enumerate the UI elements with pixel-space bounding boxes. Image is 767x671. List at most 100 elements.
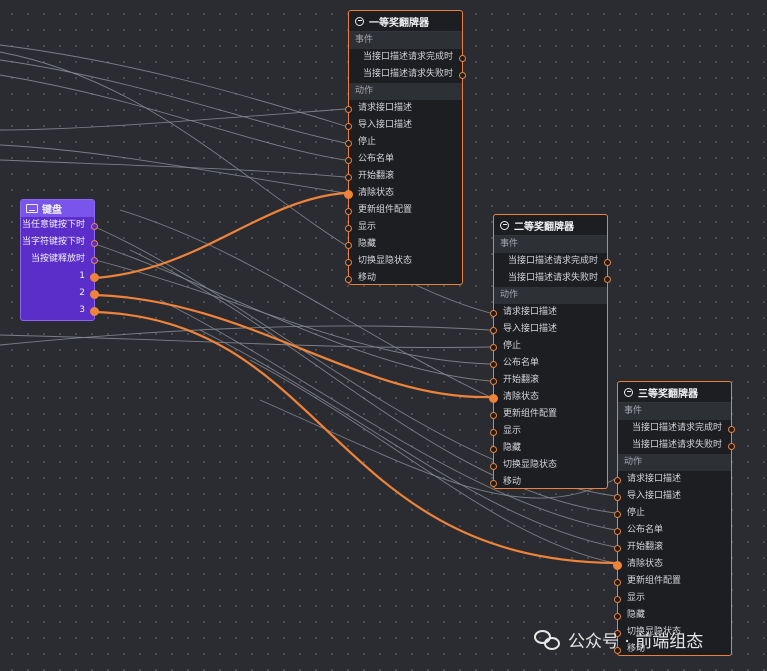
action-label: 公布名单 <box>358 154 395 164</box>
action-input-port[interactable] <box>345 173 352 181</box>
link-wire <box>0 159 346 178</box>
action-row: 停止 <box>490 338 607 355</box>
action-label: 公布名单 <box>503 358 540 368</box>
action-row: 更新组件配置 <box>490 406 607 423</box>
action-input-port[interactable] <box>614 527 621 535</box>
action-row: 移动 <box>614 641 731 658</box>
output-port[interactable] <box>90 272 99 282</box>
keyboard-output-row: 1 <box>21 268 99 285</box>
output-port[interactable] <box>91 256 98 264</box>
action-input-port[interactable] <box>490 326 497 334</box>
action-row: 请求接口描述 <box>490 304 607 321</box>
action-row: 导入接口描述 <box>345 117 462 134</box>
keyboard-node-header[interactable]: 键盘 <box>21 200 94 217</box>
action-input-port[interactable] <box>613 560 622 570</box>
output-port[interactable] <box>91 239 98 247</box>
action-input-port[interactable] <box>490 377 497 385</box>
output-port[interactable] <box>90 289 99 299</box>
action-input-port[interactable] <box>490 309 497 317</box>
action-label: 显示 <box>627 593 646 603</box>
action-input-port[interactable] <box>345 275 352 283</box>
events-section-label: 事件 <box>618 403 731 420</box>
event-label: 当接口描述请求失败时 <box>631 440 722 450</box>
action-input-port[interactable] <box>614 578 621 586</box>
action-label: 切换显隐状态 <box>503 460 558 470</box>
action-input-port[interactable] <box>490 411 497 419</box>
flip-counter-node-second-prize[interactable]: 二等奖翻牌器事件当接口描述请求完成时当接口描述请求失败时动作请求接口描述导入接口… <box>489 214 611 489</box>
action-row: 切换显隐状态 <box>345 253 462 270</box>
output-port[interactable] <box>91 222 98 230</box>
event-row: 当接口描述请求完成时 <box>494 253 611 270</box>
collapse-icon[interactable] <box>500 220 509 230</box>
action-label: 移动 <box>358 273 377 283</box>
output-label: 3 <box>79 305 85 315</box>
event-output-port[interactable] <box>459 71 466 79</box>
link-wire <box>0 59 346 144</box>
action-input-port[interactable] <box>345 207 352 215</box>
action-input-port[interactable] <box>614 629 621 637</box>
keyboard-node[interactable]: 键盘 当任意键按下时 当字符键按下时 当按键释放时 1 2 3 <box>20 199 99 321</box>
action-input-port[interactable] <box>345 241 352 249</box>
action-input-port[interactable] <box>614 612 621 620</box>
event-label: 当接口描述请求失败时 <box>362 69 453 79</box>
action-input-port[interactable] <box>344 189 353 199</box>
action-input-port[interactable] <box>614 476 621 484</box>
action-input-port[interactable] <box>345 122 352 130</box>
action-input-port[interactable] <box>614 646 621 654</box>
action-label: 切换显隐状态 <box>358 256 413 266</box>
event-output-port[interactable] <box>604 258 611 266</box>
node-header[interactable]: 一等奖翻牌器 <box>349 11 462 32</box>
action-row: 请求接口描述 <box>345 100 462 117</box>
action-input-port[interactable] <box>490 479 497 487</box>
output-label: 当按键释放时 <box>30 254 85 264</box>
link-wire <box>0 325 491 346</box>
action-input-port[interactable] <box>345 258 352 266</box>
watermark: 公众号 · 前端组态 <box>534 627 703 652</box>
action-row: 更新组件配置 <box>614 573 731 590</box>
action-label: 开始翻滚 <box>503 375 540 385</box>
action-label: 显示 <box>358 222 377 232</box>
action-input-port[interactable] <box>490 428 497 436</box>
action-input-port[interactable] <box>614 510 621 518</box>
action-input-port[interactable] <box>345 156 352 164</box>
action-input-port[interactable] <box>345 105 352 113</box>
wechat-icon <box>534 628 562 652</box>
link-wire <box>0 74 346 161</box>
action-label: 隐藏 <box>358 239 377 249</box>
action-input-port[interactable] <box>490 462 497 470</box>
output-label: 1 <box>79 271 85 281</box>
keyboard-output-row: 当按键释放时 <box>21 251 98 268</box>
event-output-port[interactable] <box>728 442 735 450</box>
flip-counter-node-third-prize[interactable]: 三等奖翻牌器事件当接口描述请求完成时当接口描述请求失败时动作请求接口描述导入接口… <box>613 381 735 658</box>
node-header[interactable]: 二等奖翻牌器 <box>494 215 607 236</box>
action-row: 停止 <box>614 505 731 522</box>
action-input-port[interactable] <box>345 139 352 147</box>
action-input-port[interactable] <box>614 493 621 501</box>
action-row: 清除状态 <box>489 389 607 406</box>
node-header[interactable]: 三等奖翻牌器 <box>618 382 731 403</box>
action-input-port[interactable] <box>614 595 621 603</box>
collapse-icon[interactable] <box>624 387 633 397</box>
action-label: 请求接口描述 <box>503 307 558 317</box>
action-input-port[interactable] <box>345 224 352 232</box>
action-input-port[interactable] <box>490 343 497 351</box>
event-output-port[interactable] <box>728 425 735 433</box>
collapse-icon[interactable] <box>355 16 364 26</box>
event-row: 当接口描述请求失败时 <box>494 270 611 287</box>
action-input-port[interactable] <box>490 445 497 453</box>
action-row: 清除状态 <box>344 185 462 202</box>
event-output-port[interactable] <box>604 275 611 283</box>
action-input-port[interactable] <box>489 393 498 403</box>
action-row: 显示 <box>614 590 731 607</box>
watermark-text: 公众号 · 前端组态 <box>568 632 704 652</box>
actions-section-label: 动作 <box>618 454 731 471</box>
action-row: 隐藏 <box>614 607 731 624</box>
flip-counter-node-first-prize[interactable]: 一等奖翻牌器事件当接口描述请求完成时当接口描述请求失败时动作请求接口描述导入接口… <box>344 10 466 285</box>
event-output-port[interactable] <box>459 54 466 62</box>
action-label: 显示 <box>503 426 522 436</box>
action-label: 请求接口描述 <box>358 103 413 113</box>
action-input-port[interactable] <box>490 360 497 368</box>
action-input-port[interactable] <box>614 544 621 552</box>
output-port[interactable] <box>90 306 99 316</box>
event-label: 当接口描述请求完成时 <box>362 52 453 62</box>
